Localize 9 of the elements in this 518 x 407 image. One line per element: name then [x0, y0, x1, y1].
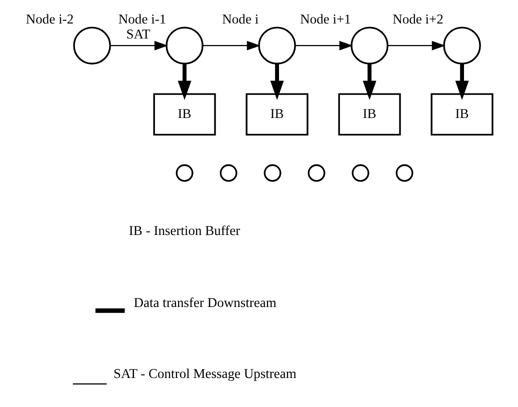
- node-label: Node i: [222, 12, 259, 27]
- node-label: Node i-1: [118, 12, 166, 27]
- node-label: Node i+2: [392, 12, 444, 27]
- edge-label: SAT: [126, 26, 150, 42]
- label: IB - Insertion Buffer: [128, 223, 240, 238]
- node-label: Node i+1: [300, 12, 351, 27]
- node-label: Node i-2: [26, 12, 74, 27]
- legend-label: Data transfer Downstream: [134, 294, 276, 310]
- legend-label: SAT - Control Message Upstream: [113, 366, 296, 381]
